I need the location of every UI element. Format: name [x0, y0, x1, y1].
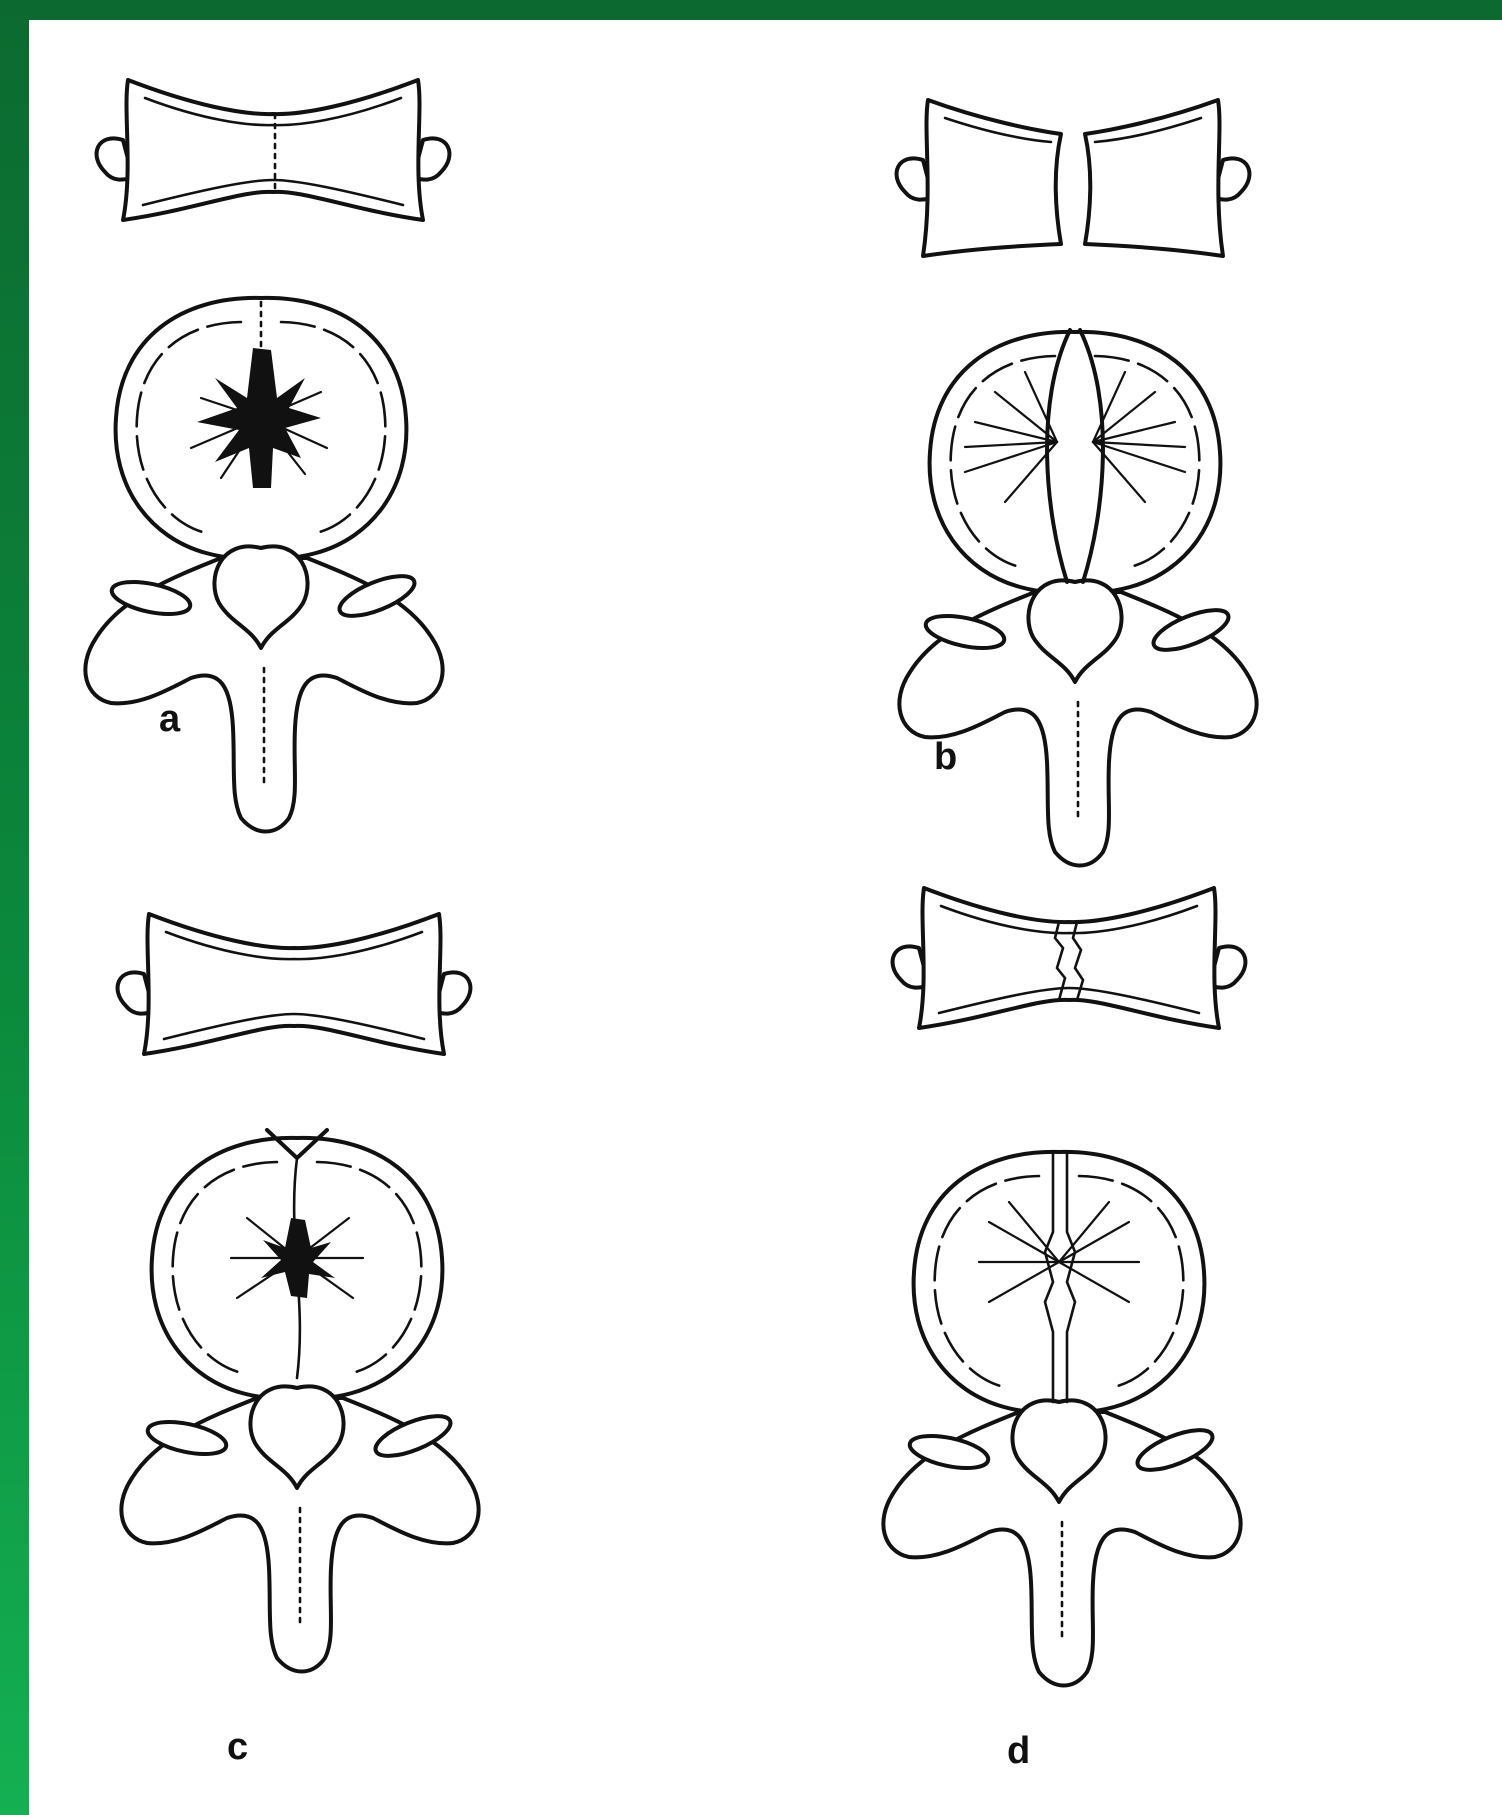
panel-label-b: b — [934, 738, 957, 776]
panel-a — [85, 80, 449, 832]
panel-d-lateral-view — [893, 888, 1246, 1028]
figure-panel: a b c d — [29, 20, 1502, 1815]
panel-c-lateral-view — [118, 914, 471, 1054]
panel-label-c: c — [227, 1728, 248, 1766]
panel-label-d: d — [1007, 1732, 1030, 1770]
vertebra-diagram — [29, 20, 1502, 1815]
panel-b-lateral-view — [897, 100, 1250, 256]
panel-c-axial-view — [121, 1130, 478, 1672]
panel-a-lateral-view — [97, 80, 450, 220]
panel-label-a: a — [159, 700, 180, 738]
panel-a-axial-view — [85, 298, 442, 832]
panel-d-axial-view — [883, 1152, 1240, 1686]
panel-d — [883, 888, 1245, 1686]
panel-b-axial-view — [899, 330, 1256, 866]
panel-c — [118, 914, 479, 1672]
